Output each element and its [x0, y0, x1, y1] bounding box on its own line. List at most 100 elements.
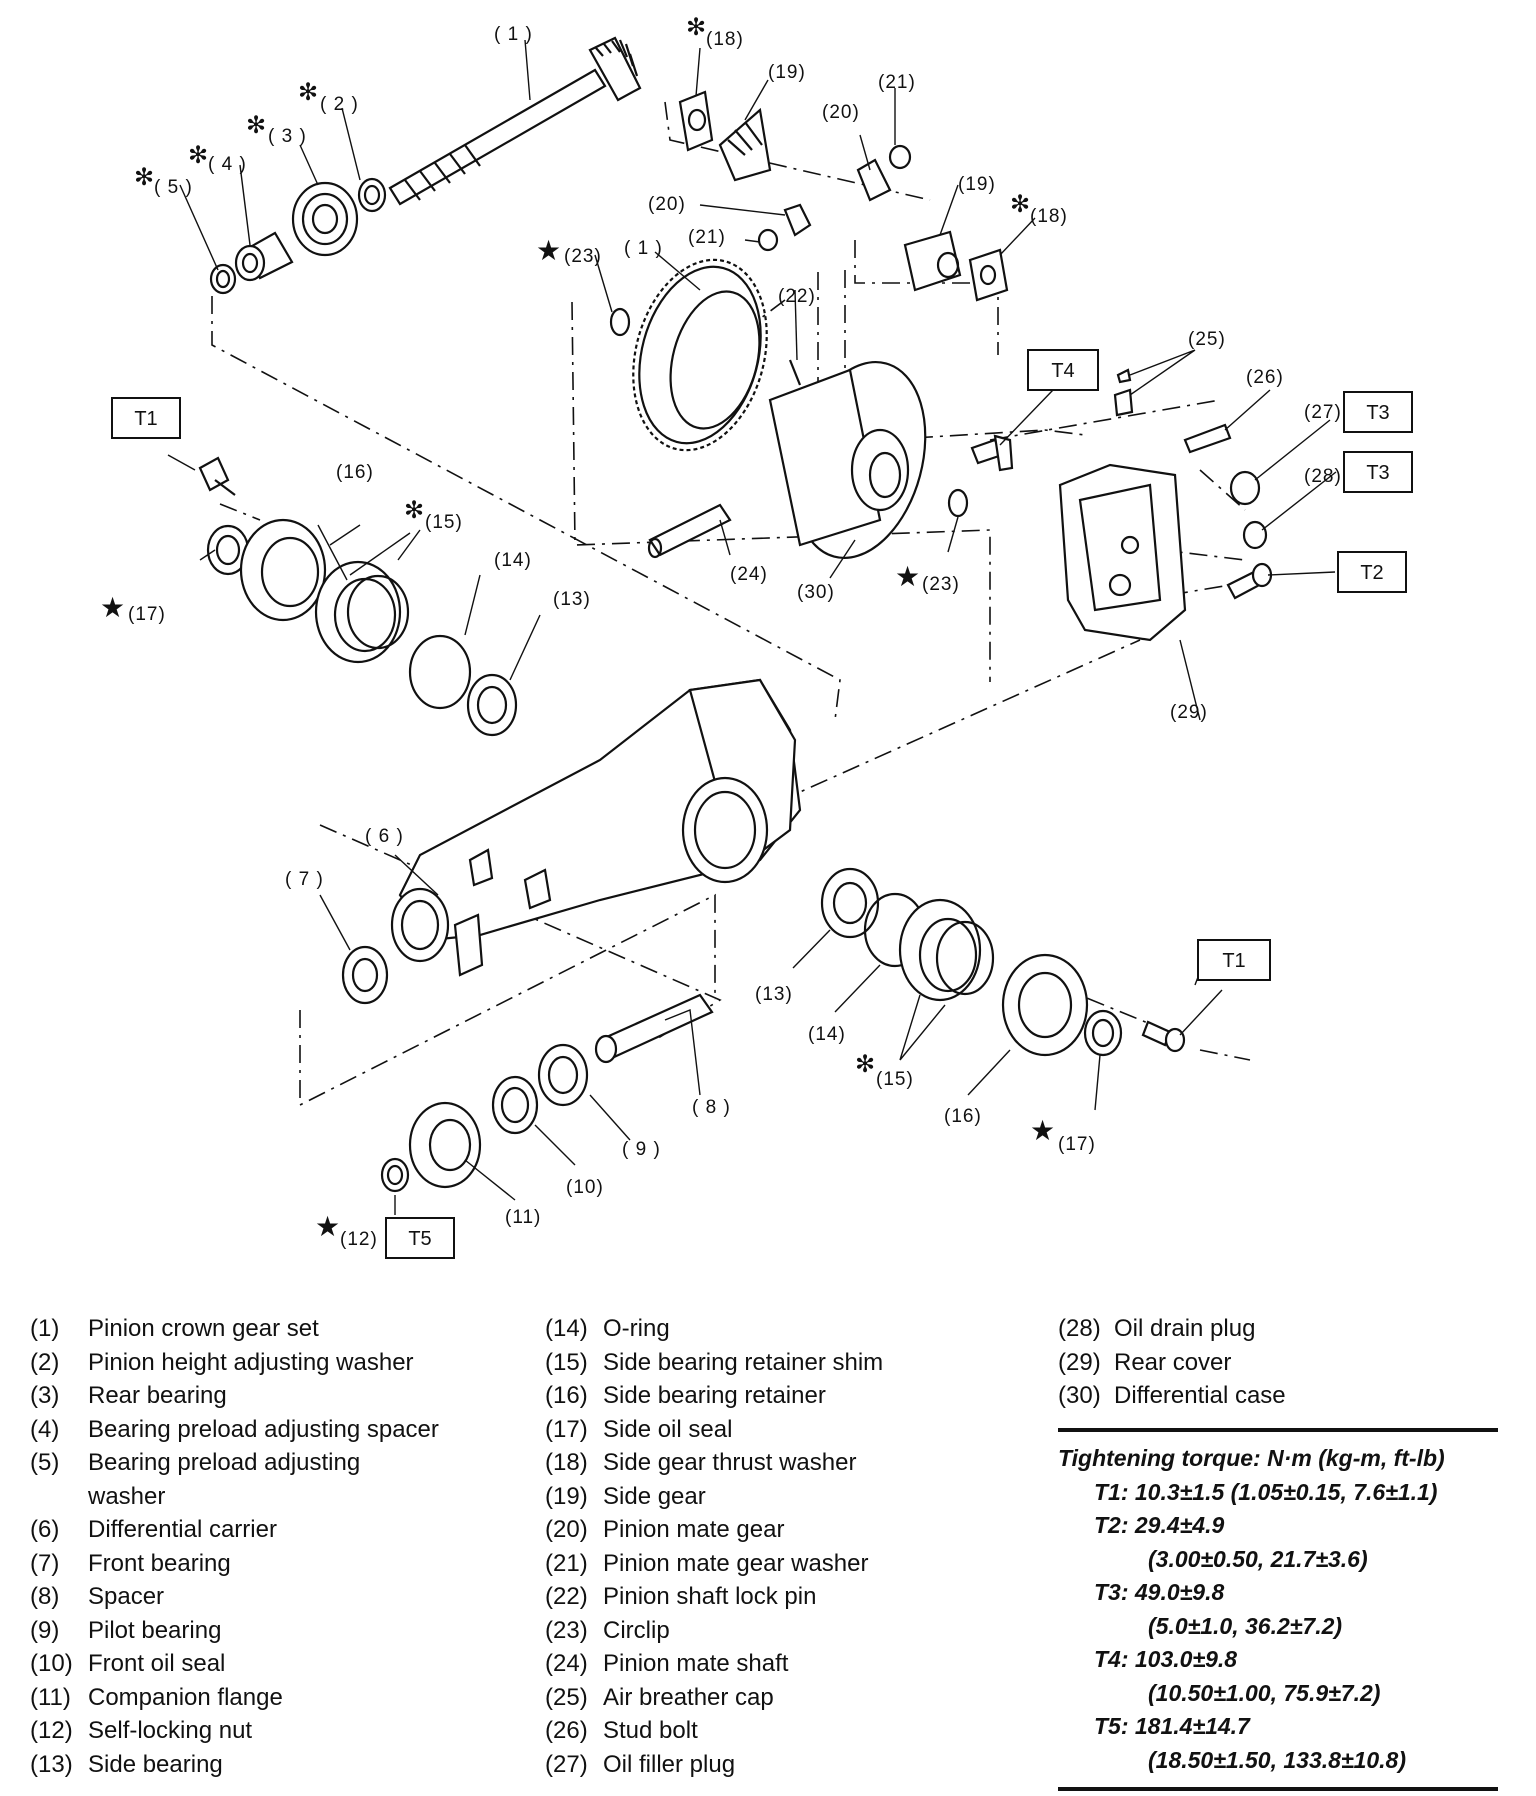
callout-15: (15) [425, 512, 463, 533]
asterisk-mark: ✻ [298, 79, 318, 106]
legend-item: (8)Spacer [30, 1580, 439, 1614]
preload-washer-part [209, 263, 237, 295]
rear-bearing-part [291, 181, 359, 257]
torque-spec-t5: T5: 181.4±14.7 [1094, 1713, 1250, 1739]
torque-box-t4: T4 [1027, 349, 1099, 391]
legend-number: (1) [30, 1315, 60, 1342]
legend-item: (23) Circlip [545, 1614, 883, 1648]
callout-21: (21) [878, 72, 916, 93]
legend-label: Pinion height adjusting washer [88, 1348, 414, 1376]
legend-item: (19)Side gear [545, 1480, 883, 1514]
legend-label: Oil filler plug [603, 1750, 736, 1778]
star-mark: ★ [315, 1211, 340, 1242]
front-oil-seal-part [491, 1075, 539, 1135]
t1-bolt-right-part [1141, 1020, 1186, 1053]
svg-text:T4: T4 [1051, 360, 1074, 382]
svg-text:T1: T1 [1222, 950, 1245, 972]
legend-item: (4)Bearing preload adjusting spacer [30, 1413, 439, 1447]
callout-5: ( 5 ) [154, 177, 193, 198]
companion-flange-part [408, 1101, 482, 1189]
pinion-mate-shaft-part [647, 503, 732, 559]
legend-item: (16)Side bearing retainer [545, 1379, 883, 1413]
side-bearing-retainer-right-part [1001, 953, 1089, 1057]
side-gear-top-part [718, 107, 772, 182]
callout-25: (25) [1188, 329, 1226, 350]
legend-number: (21) [545, 1549, 588, 1577]
torque-spec-t1: T1: 10.3±1.5 (1.05±0.15, 7.6±1.1) [1094, 1478, 1438, 1505]
legend-label: Self-locking nut [88, 1717, 253, 1744]
legend-number: (23) [545, 1616, 588, 1644]
legend-number: (9) [30, 1616, 60, 1644]
callout-20: (20) [648, 194, 686, 215]
legend-label: Differential carrier [88, 1516, 277, 1543]
pilot-bearing-part [537, 1043, 589, 1107]
asterisk-mark: ✻ [1010, 191, 1030, 218]
legend-number: (3) [30, 1382, 60, 1409]
callout-23: (23) [922, 574, 960, 595]
side-bearing-retainer-left-part [239, 518, 327, 622]
self-locking-nut-part [380, 1157, 410, 1193]
callout-16: (16) [336, 462, 374, 483]
legend-label: Pinion mate gear washer [603, 1549, 869, 1577]
legend-item: (30)Differential case [1058, 1379, 1286, 1413]
legend-number: (26) [545, 1717, 588, 1744]
differential-carrier-part [390, 678, 802, 977]
asterisk-mark: ✻ [134, 164, 154, 191]
callout-21: (21) [688, 227, 726, 248]
asterisk-mark: ✻ [404, 497, 424, 524]
legend-item: (10)Front oil seal [30, 1647, 439, 1681]
legend-label: Pinion shaft lock pin [603, 1583, 817, 1610]
side-bearing-right-part [820, 867, 880, 939]
callout-12: (12) [340, 1229, 378, 1250]
oil-filler-plug-part [1229, 470, 1261, 506]
legend-label: Oil drain plug [1114, 1315, 1256, 1342]
legend-label: Air breather cap [603, 1683, 774, 1711]
legend-label: Side oil seal [603, 1415, 733, 1443]
torque-box-t1-left: T1 [111, 397, 181, 439]
callout-1: ( 1 ) [624, 238, 663, 259]
asterisk-mark: ✻ [188, 142, 208, 169]
legend-number: (5) [30, 1449, 60, 1476]
side-gear-thrust-washer-right-part [968, 248, 1009, 302]
legend-item: (11)Companion flange [30, 1681, 439, 1715]
legend-number: (27) [545, 1750, 588, 1778]
legend-label: Differential case [1114, 1382, 1286, 1409]
spacer-part [594, 993, 714, 1064]
legend-item: (27) Oil filler plug [545, 1748, 883, 1782]
legend-item: (29)Rear cover [1058, 1346, 1286, 1380]
svg-text:T3: T3 [1366, 402, 1389, 424]
torque-spec-t2-detail: (3.00±0.50, 21.7±3.6) [1148, 1545, 1368, 1572]
legend-item: (24)Pinion mate shaft [545, 1647, 883, 1681]
callout-28: (28) [1304, 466, 1342, 487]
legend-number: (10) [30, 1650, 73, 1677]
rear-cover-part [1058, 463, 1187, 642]
legend-label: Bearing preload adjusting [88, 1449, 361, 1476]
callout-14: (14) [808, 1024, 846, 1045]
star-mark: ★ [100, 592, 125, 623]
leader-lines [167, 39, 1337, 1215]
callout-3: ( 3 ) [268, 126, 307, 147]
circlip-top-part [609, 307, 631, 337]
legend-label: Companion flange [88, 1683, 283, 1711]
front-bearing-part [341, 945, 389, 1005]
torque-spec-t5-detail: (18.50±1.50, 133.8±10.8) [1148, 1746, 1406, 1773]
callout-4: ( 4 ) [208, 154, 247, 175]
legend-number: (24) [545, 1650, 588, 1677]
svg-text:T5: T5 [408, 1228, 431, 1250]
torque-table-title: Tightening torque: N·m (kg-m, ft-lb) [1058, 1445, 1445, 1471]
legend-column-1: (1)Pinion crown gear set (2)Pinion heigh… [30, 1312, 439, 1781]
legend-label: Circlip [603, 1616, 670, 1644]
legend-number: (14) [545, 1315, 588, 1342]
legend-number: (18) [545, 1449, 588, 1476]
legend-label: Side bearing retainer shim [603, 1348, 884, 1376]
legend-item: (28) Oil drain plug [1058, 1312, 1286, 1346]
callout-24: (24) [730, 564, 768, 585]
preload-spacer-part [234, 231, 294, 282]
torque-spec-t2: T2: 29.4±4.9 [1094, 1512, 1225, 1538]
torque-box-t1-right: T1 [1197, 939, 1271, 981]
circlip-right-part [947, 488, 969, 518]
t4-bolt-part [970, 434, 1014, 472]
callout-15: (15) [876, 1069, 914, 1090]
callout-29: (29) [1170, 702, 1208, 723]
legend-number: (28) [1058, 1315, 1101, 1342]
